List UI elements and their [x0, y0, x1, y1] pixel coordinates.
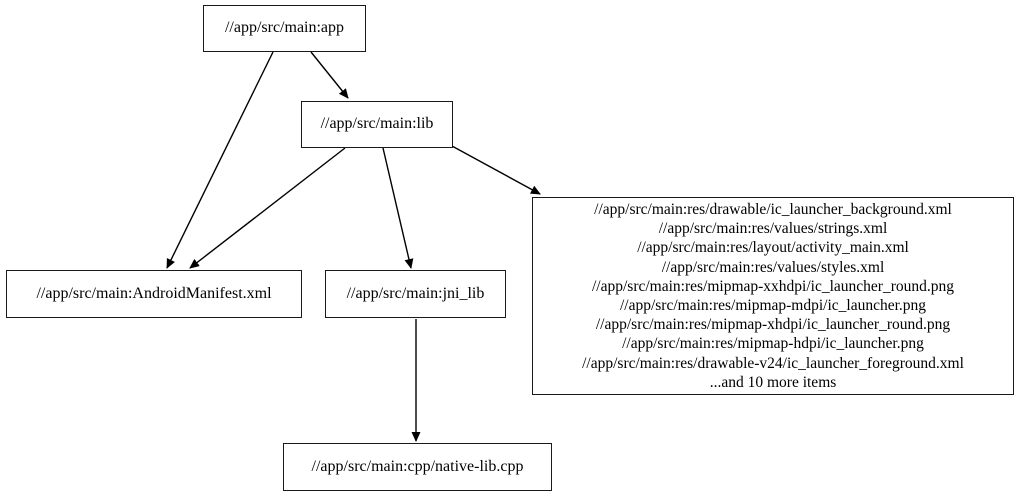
node-app[interactable]: //app/src/main:app: [203, 5, 366, 52]
edge-app-to-manifest: [166, 51, 274, 269]
resource-line: //app/src/main:res/drawable-v24/ic_launc…: [582, 354, 964, 372]
node-jni-lib[interactable]: //app/src/main:jni_lib: [325, 270, 506, 318]
resource-line: //app/src/main:res/mipmap-xhdpi/ic_launc…: [595, 316, 951, 334]
resource-line: //app/src/main:res/mipmap-hdpi/ic_launch…: [622, 335, 924, 353]
edge-app-to-lib: [310, 51, 349, 99]
resource-line: //app/src/main:res/mipmap-xxhdpi/ic_laun…: [591, 277, 954, 295]
node-resources[interactable]: //app/src/main:res/drawable/ic_launcher_…: [532, 197, 1014, 395]
edge-lib-to-jni-lib: [382, 147, 414, 269]
resource-more-items: ...and 10 more items: [709, 373, 837, 391]
node-lib[interactable]: //app/src/main:lib: [301, 101, 453, 148]
edge-lib-to-manifest: [189, 147, 346, 269]
edge-lib-to-resources: [451, 145, 541, 195]
resource-line: //app/src/main:res/mipmap-mdpi/ic_launch…: [619, 297, 927, 314]
node-native-lib[interactable]: //app/src/main:cpp/native-lib.cpp: [283, 443, 552, 491]
resource-line: //app/src/main:res/values/strings.xml: [658, 220, 888, 238]
node-lib-label: //app/src/main:lib: [320, 115, 434, 133]
node-native-lib-label: //app/src/main:cpp/native-lib.cpp: [311, 457, 524, 475]
node-android-manifest[interactable]: //app/src/main:AndroidManifest.xml: [6, 270, 302, 318]
node-jni-lib-label: //app/src/main:jni_lib: [346, 284, 485, 302]
node-android-manifest-label: //app/src/main:AndroidManifest.xml: [36, 284, 272, 302]
resource-line: //app/src/main:res/drawable/ic_launcher_…: [594, 200, 952, 218]
resource-line: //app/src/main:res/layout/activity_main.…: [637, 239, 909, 257]
node-app-label: //app/src/main:app: [224, 19, 345, 37]
resource-line: //app/src/main:res/values/styles.xml: [661, 258, 885, 276]
